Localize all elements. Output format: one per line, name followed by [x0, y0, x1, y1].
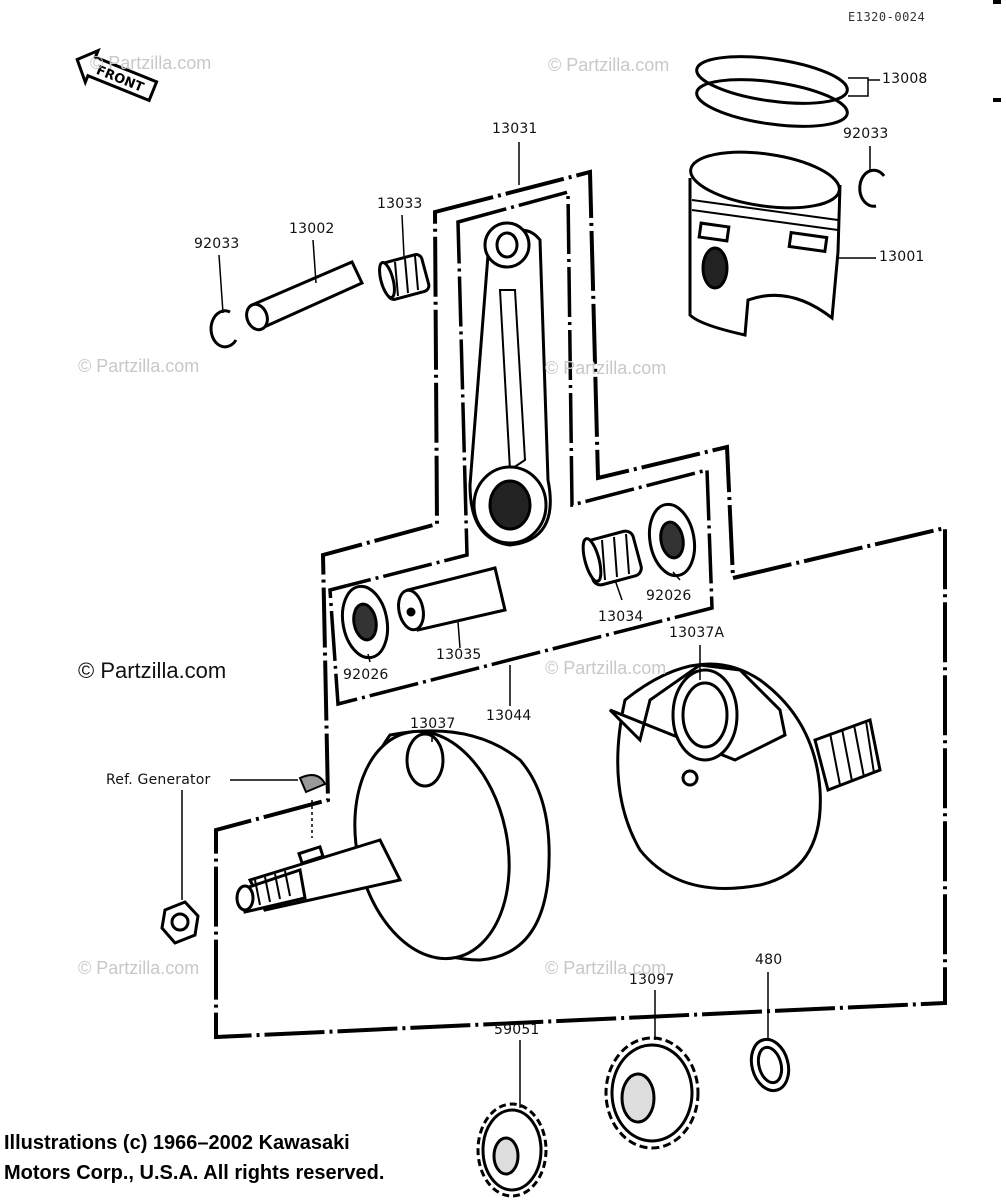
flange-nut	[160, 900, 200, 945]
crankshaft-left	[235, 729, 551, 962]
part-label-92033-left[interactable]: 92033	[194, 236, 240, 252]
circlip-480	[749, 1037, 791, 1093]
gear-59051	[476, 1102, 548, 1198]
crankshaft-right	[608, 662, 882, 890]
needle-bearing-small-end	[378, 253, 431, 301]
edge-mark	[993, 0, 1001, 4]
copyright-line-2: Motors Corp., U.S.A. All rights reserved…	[4, 1162, 385, 1184]
part-label-13008[interactable]: 13008	[882, 71, 928, 87]
woodruff-key	[298, 774, 327, 794]
piston	[688, 150, 842, 337]
copyright-line-1: Illustrations (c) 1966–2002 Kawasaki	[4, 1132, 350, 1154]
assembly-outline-outer	[214, 169, 947, 1040]
part-label-13001[interactable]: 13001	[879, 249, 925, 265]
watermark: © Partzilla.com	[545, 358, 667, 378]
part-label-13035[interactable]: 13035	[436, 647, 482, 663]
piston-pin	[245, 260, 365, 332]
part-label-13037A[interactable]: 13037A	[669, 625, 725, 641]
watermark: © Partzilla.com	[545, 658, 667, 678]
edge-mark	[993, 98, 1001, 102]
part-label-13037[interactable]: 13037	[410, 716, 456, 732]
watermark: © Partzilla.com	[548, 55, 670, 75]
watermark: © Partzilla.com	[545, 958, 667, 978]
part-label-92026-right[interactable]: 92026	[646, 588, 692, 604]
part-label-13002[interactable]: 13002	[289, 221, 335, 237]
part-label-13034[interactable]: 13034	[598, 609, 644, 625]
part-label-92033-top[interactable]: 92033	[843, 126, 889, 142]
leader-lines	[181, 77, 880, 1108]
part-label-92026-left[interactable]: 92026	[343, 667, 389, 683]
part-label-13031[interactable]: 13031	[492, 121, 538, 137]
part-label-13044[interactable]: 13044	[486, 708, 532, 724]
watermark: © Partzilla.com	[90, 53, 212, 73]
part-label-13097[interactable]: 13097	[629, 972, 675, 988]
assembly-outline-inner	[328, 189, 714, 707]
connecting-rod	[468, 221, 552, 547]
watermark: © Partzilla.com	[78, 958, 200, 978]
piston-rings	[695, 55, 849, 128]
needle-bearing-big-end	[581, 529, 643, 587]
diagram-code: E1320-0024	[848, 10, 926, 24]
part-label-59051[interactable]: 59051	[494, 1022, 540, 1038]
part-label-ref-generator[interactable]: Ref. Generator	[106, 772, 211, 788]
watermark-main: © Partzilla.com	[78, 658, 227, 683]
part-label-480[interactable]: 480	[755, 952, 783, 968]
circlip-top	[858, 168, 886, 208]
thrust-washer-right	[647, 502, 697, 578]
thrust-washer-left	[340, 584, 390, 660]
watermark: © Partzilla.com	[78, 356, 200, 376]
circlip-left	[209, 309, 238, 349]
crank-pin	[397, 566, 507, 632]
gear-13097	[604, 1036, 700, 1150]
part-label-13033[interactable]: 13033	[377, 196, 423, 212]
